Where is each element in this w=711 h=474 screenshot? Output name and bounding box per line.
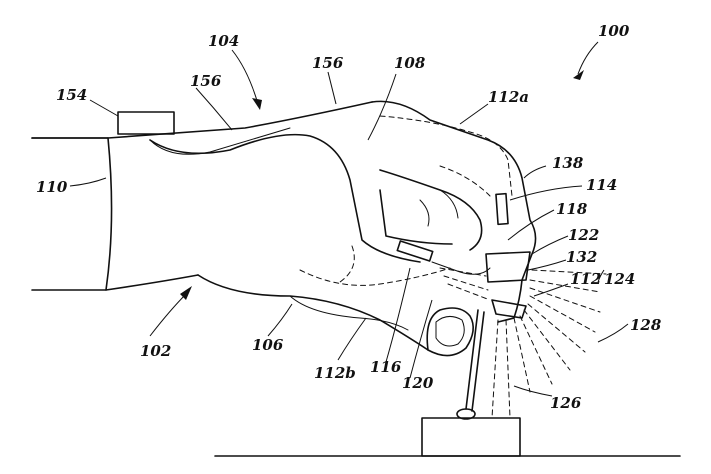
- sensor-rays: [439, 267, 491, 301]
- hand-inner-top: [149, 133, 421, 263]
- fingertip-cap: [485, 251, 531, 283]
- label-124: 124: [604, 270, 635, 288]
- fingertip-lower: [491, 299, 527, 319]
- sleeve-outline: [31, 137, 113, 291]
- finger-curl-1: [379, 169, 483, 251]
- sleeve-cuff: [107, 101, 373, 139]
- label-112: 112: [570, 270, 601, 288]
- label-112b: 112b: [314, 364, 356, 382]
- label-138: 138: [552, 154, 584, 172]
- sensor-116: [396, 240, 434, 262]
- light-rays: [491, 269, 607, 419]
- arrow-104-head: [252, 98, 262, 110]
- label-120: 120: [402, 374, 434, 392]
- label-114: 114: [586, 176, 617, 194]
- label-102: 102: [140, 342, 171, 360]
- label-106: 106: [252, 336, 284, 354]
- label-122: 122: [568, 226, 599, 244]
- arrow-102: [149, 291, 189, 337]
- device-box: [421, 417, 521, 457]
- arrow-102-head: [180, 286, 192, 300]
- label-118: 118: [556, 200, 588, 218]
- arrow-100-head: [573, 70, 584, 80]
- arrow-104: [231, 49, 259, 105]
- label-156a: 156: [190, 72, 222, 90]
- hand-palm: [197, 274, 429, 351]
- glove-dashed-outline-2: [339, 165, 491, 283]
- leader-lines: [69, 71, 629, 397]
- label-104: 104: [208, 32, 239, 50]
- label-112a: 112a: [488, 88, 529, 106]
- hand-palm-edge: [289, 295, 409, 331]
- finger-knuckle: [419, 189, 459, 227]
- label-126: 126: [550, 394, 582, 412]
- label-156b: 156: [312, 54, 344, 72]
- label-108: 108: [394, 54, 426, 72]
- label-128: 128: [630, 316, 662, 334]
- glove-dashed-outline: [299, 115, 513, 286]
- device-stem: [465, 309, 479, 410]
- label-116: 116: [370, 358, 402, 376]
- label-154: 154: [56, 86, 87, 104]
- sleeve-bottom: [105, 274, 199, 291]
- thumb: [426, 307, 474, 357]
- label-110: 110: [36, 178, 68, 196]
- label-100: 100: [598, 22, 630, 40]
- emitter-114: [495, 192, 509, 226]
- label-132: 132: [566, 248, 597, 266]
- hand-back: [371, 100, 537, 323]
- finger-curl-2: [379, 189, 453, 245]
- strap-line: [149, 127, 291, 155]
- device-stem-2: [471, 311, 485, 412]
- strap-block: [117, 111, 175, 135]
- thumb-nail: [435, 316, 465, 347]
- arrow-100: [577, 41, 599, 75]
